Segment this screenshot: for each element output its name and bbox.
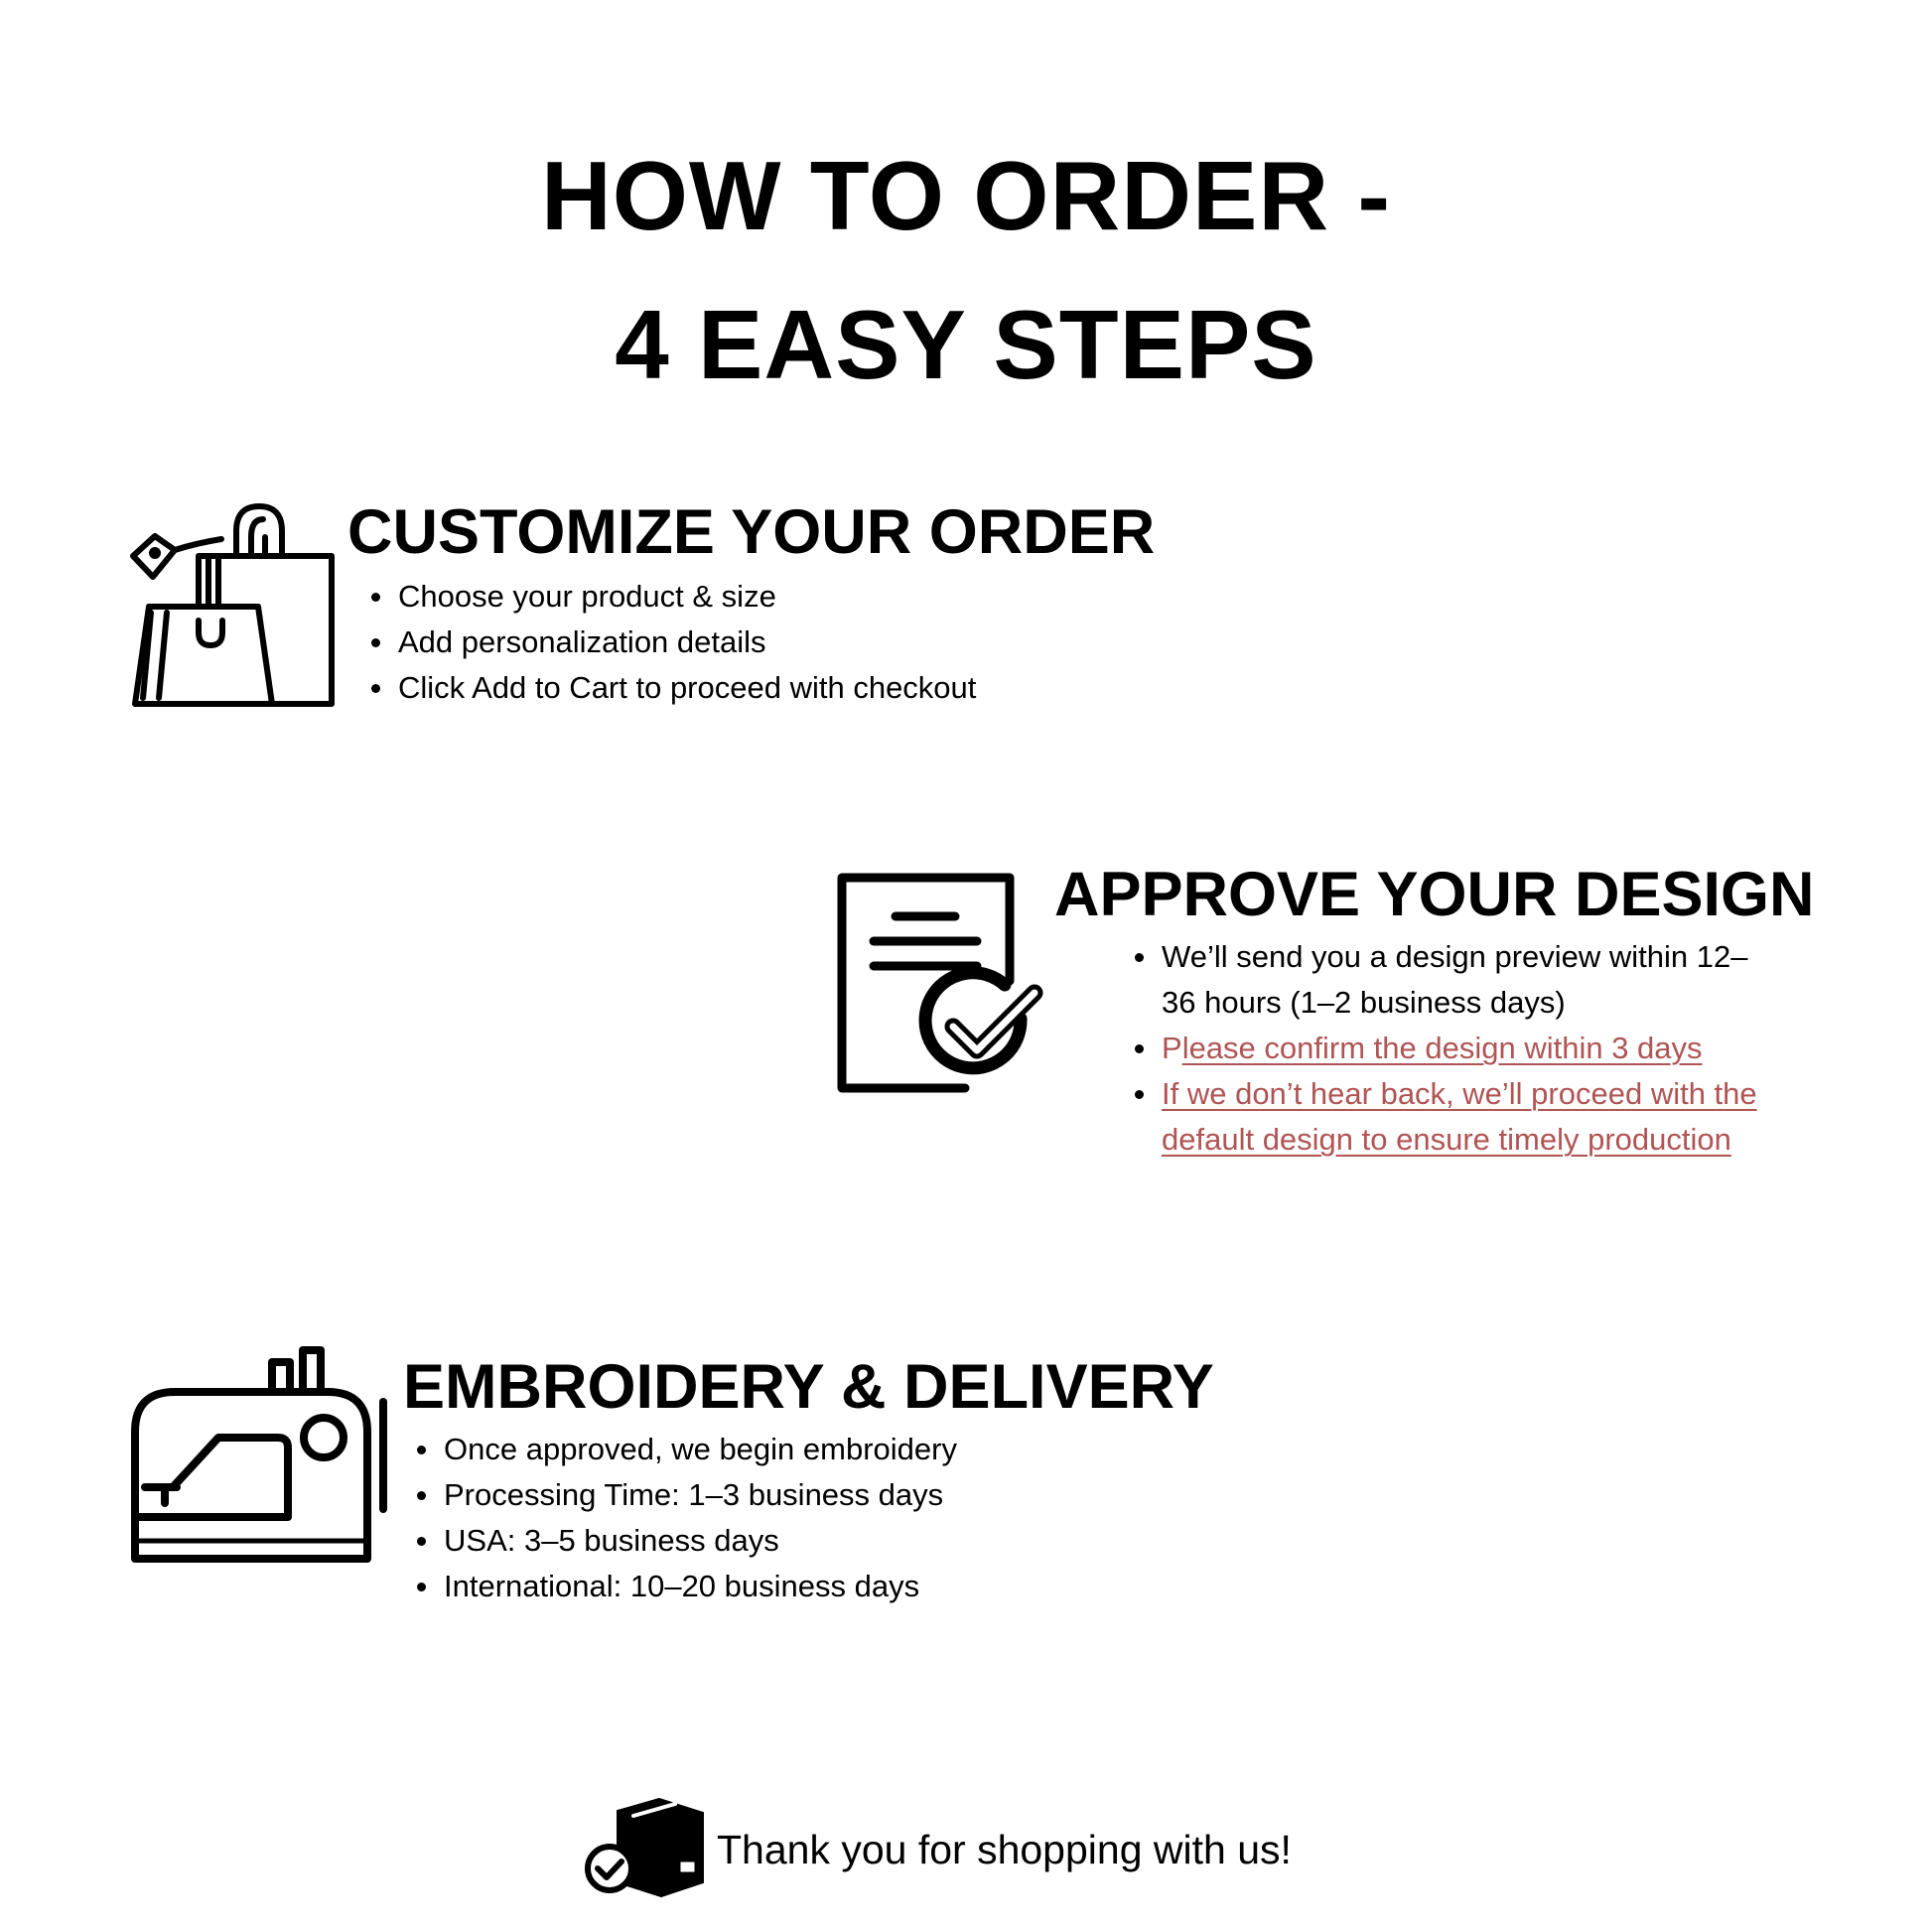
list-item: USA: 3–5 business days [417, 1518, 1172, 1564]
list-item: Processing Time: 1–3 business days [417, 1472, 1172, 1518]
shopping-bags-icon [127, 501, 345, 710]
list-item: Click Add to Cart to proceed with checko… [371, 665, 1126, 711]
step-heading-customize: CUSTOMIZE YOUR ORDER [347, 497, 1156, 567]
alert-text: If we don’t hear back, we’ll proceed wit… [1162, 1076, 1757, 1157]
list-item: Choose your product & size [371, 574, 1126, 620]
list-item: We’ll send you a design preview within 1… [1135, 934, 1770, 1026]
sewing-machine-icon [129, 1342, 397, 1571]
list-item-alert: Please confirm the design within 3 days [1135, 1026, 1770, 1071]
document-check-icon [836, 872, 1054, 1100]
page-title-line-1: HOW TO ORDER - [540, 141, 1392, 250]
step-heading-embroidery: EMBROIDERY & DELIVERY [403, 1352, 1214, 1422]
list-item: International: 10–20 business days [417, 1564, 1172, 1609]
step-list-approve: We’ll send you a design preview within 1… [1135, 934, 1770, 1163]
alert-lead-letter: P [1162, 1031, 1182, 1065]
page-title-line-2: 4 EASY STEPS [615, 290, 1317, 399]
list-item-alert: If we don’t hear back, we’ll proceed wit… [1135, 1071, 1770, 1163]
list-item: Add personalization details [371, 620, 1126, 665]
alert-text: lease confirm the design within 3 days [1181, 1031, 1703, 1065]
list-item: Once approved, we begin embroidery [417, 1427, 1172, 1472]
package-check-icon [584, 1798, 709, 1898]
step-heading-approve: APPROVE YOUR DESIGN [1054, 860, 1815, 929]
step-list-embroidery: Once approved, we begin embroidery Proce… [417, 1427, 1172, 1609]
step-list-customize: Choose your product & size Add personali… [371, 574, 1126, 711]
thank-you-message: Thank you for shopping with us! [717, 1827, 1292, 1872]
